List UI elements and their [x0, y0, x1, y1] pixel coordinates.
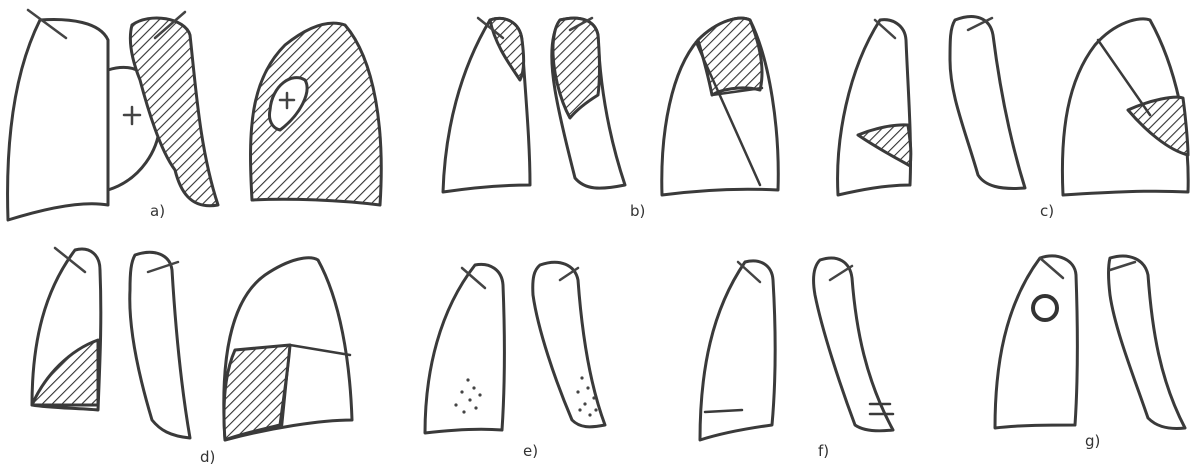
panel-g-apex-mark-1	[1040, 258, 1063, 278]
panel-g: g)	[995, 256, 1185, 450]
panel-d-lateral-shaded	[224, 345, 290, 440]
panel-c-left-shaded	[858, 125, 911, 166]
panel-d: d)	[32, 248, 352, 466]
panel-f-apex-mark-2	[830, 266, 852, 280]
panel-b-lateral-shaded	[698, 18, 762, 95]
panel-c: c)	[838, 16, 1189, 220]
panel-c-label: c)	[1040, 202, 1054, 220]
panel-d-apex-mark-1	[55, 248, 85, 272]
panel-c-fissure	[1098, 40, 1150, 115]
panel-a: a)	[8, 10, 382, 220]
panel-a-left-lung	[8, 20, 108, 220]
panel-e-label: e)	[523, 442, 538, 460]
panel-g-label: g)	[1085, 432, 1100, 450]
panel-b-left-upper-shaded	[490, 18, 524, 80]
panel-g-apex-mark-2	[1110, 262, 1135, 270]
panel-e-left-lung	[425, 264, 504, 433]
panel-d-fissure-1	[290, 345, 350, 355]
panel-b: b)	[443, 18, 778, 220]
panel-a-plus-1	[124, 107, 140, 124]
panel-d-label: d)	[200, 448, 215, 466]
panel-f: f)	[700, 258, 893, 460]
panel-c-lateral-shaded	[1128, 97, 1188, 155]
panel-f-left-lung	[700, 261, 775, 440]
panel-c-apex-mark-1	[875, 20, 895, 38]
panel-d-right-lung	[130, 252, 190, 438]
panel-a-label: a)	[150, 202, 165, 220]
panel-f-apex-mark-1	[738, 262, 760, 282]
panel-g-left-lung	[995, 256, 1077, 428]
panel-d-left-shaded	[32, 340, 98, 405]
panel-f-line-1	[705, 410, 742, 412]
panel-e-dots	[454, 376, 597, 416]
panel-c-right-lung	[950, 16, 1025, 188]
panel-g-right-lung	[1109, 256, 1186, 428]
panel-g-cavity	[1033, 296, 1057, 320]
panel-a-right-lung-shaded	[130, 18, 218, 206]
panel-b-right-shaded	[553, 18, 600, 118]
panel-f-label: f)	[818, 442, 829, 460]
panel-e: e)	[425, 262, 605, 460]
panel-b-label: b)	[630, 202, 645, 220]
panel-c-left-lung	[838, 20, 911, 195]
panel-e-right-lung	[533, 262, 605, 427]
